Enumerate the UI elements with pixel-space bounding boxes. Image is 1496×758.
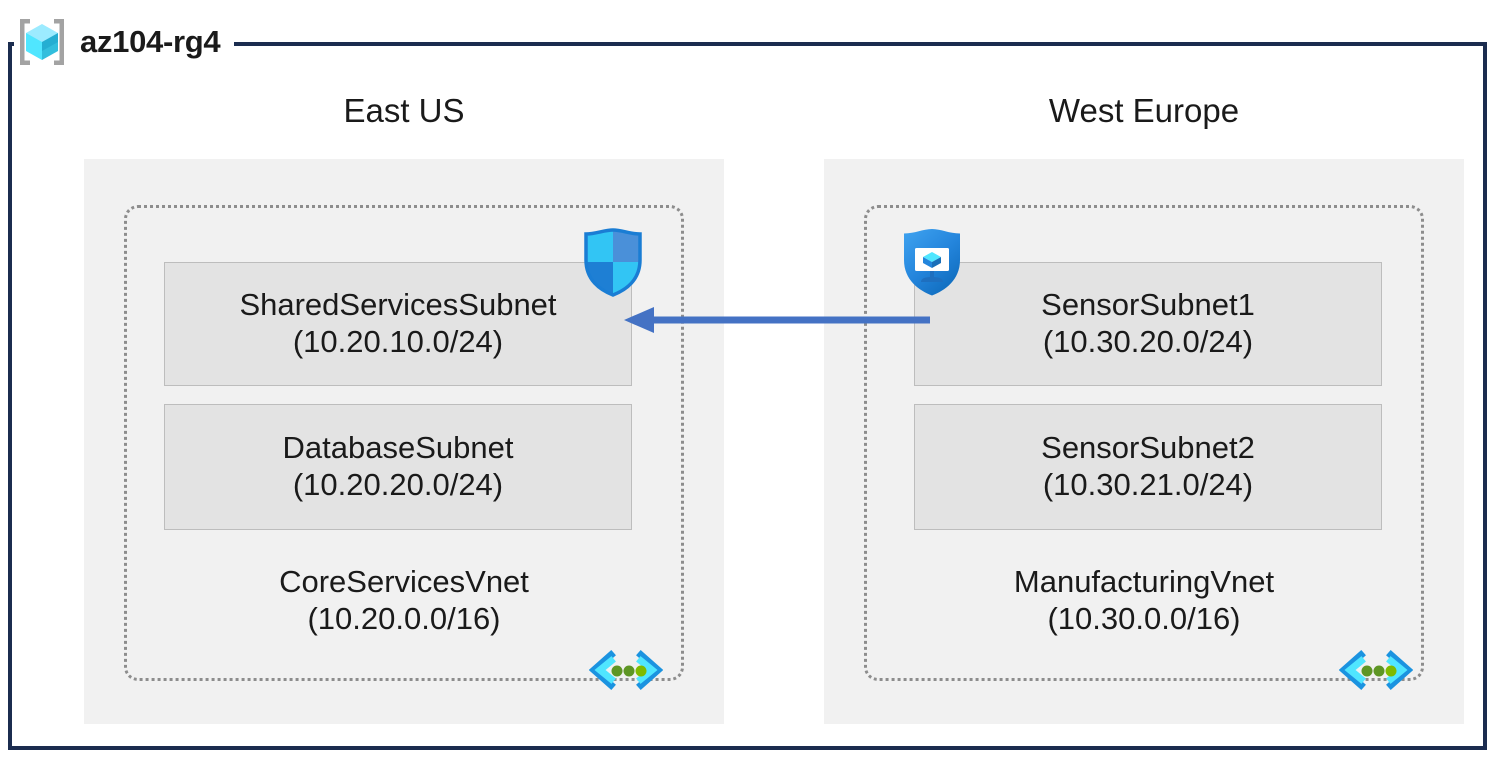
subnet-name: SensorSubnet1 [1041, 287, 1255, 323]
vnet-peering-arrow [624, 307, 930, 333]
resource-group-header: az104-rg4 [14, 6, 235, 78]
defender-shield-monitor-icon [904, 229, 960, 296]
subnet-sharedservicessubnet[interactable]: SharedServicesSubnet (10.20.10.0/24) [164, 262, 632, 386]
vnet-cidr: (10.30.0.0/16) [1047, 600, 1241, 636]
subnet-cidr: (10.30.21.0/24) [1042, 467, 1254, 502]
subnet-cidr: (10.20.20.0/24) [292, 467, 504, 502]
vnet-container-manufacturingvnet [864, 205, 1424, 681]
subnet-sensorsubnet2[interactable]: SensorSubnet2 (10.30.21.0/24) [914, 404, 1382, 530]
region-label-eastus: East US [343, 92, 465, 129]
vnet-name: CoreServicesVnet [279, 564, 529, 599]
vnet-caption-manufacturingvnet: ManufacturingVnet (10.30.0.0/16) [864, 564, 1424, 637]
vnet-icon [589, 650, 663, 690]
subnet-name: SharedServicesSubnet [239, 287, 557, 323]
vnet-cidr: (10.20.0.0/16) [307, 600, 501, 636]
subnet-name: DatabaseSubnet [282, 430, 514, 466]
subnet-databasesubnet[interactable]: DatabaseSubnet (10.20.20.0/24) [164, 404, 632, 530]
vnet-name: ManufacturingVnet [1013, 564, 1275, 599]
subnet-sensorsubnet1[interactable]: SensorSubnet1 (10.30.20.0/24) [914, 262, 1382, 386]
subnet-cidr: (10.30.20.0/24) [1042, 324, 1254, 359]
subnet-cidr: (10.20.10.0/24) [292, 324, 504, 359]
vnet-icon [1339, 650, 1413, 690]
vnet-caption-coreservicesvnet: CoreServicesVnet (10.20.0.0/16) [124, 564, 684, 637]
nsg-shield-icon [584, 228, 642, 297]
subnet-name: SensorSubnet2 [1041, 430, 1255, 466]
resource-group-name: az104-rg4 [80, 24, 221, 59]
resource-group-frame [8, 42, 1487, 750]
region-label-westeurope: West Europe [1048, 92, 1240, 129]
resource-group-cube-icon [20, 19, 64, 65]
vnet-container-coreservicesvnet [124, 205, 684, 681]
